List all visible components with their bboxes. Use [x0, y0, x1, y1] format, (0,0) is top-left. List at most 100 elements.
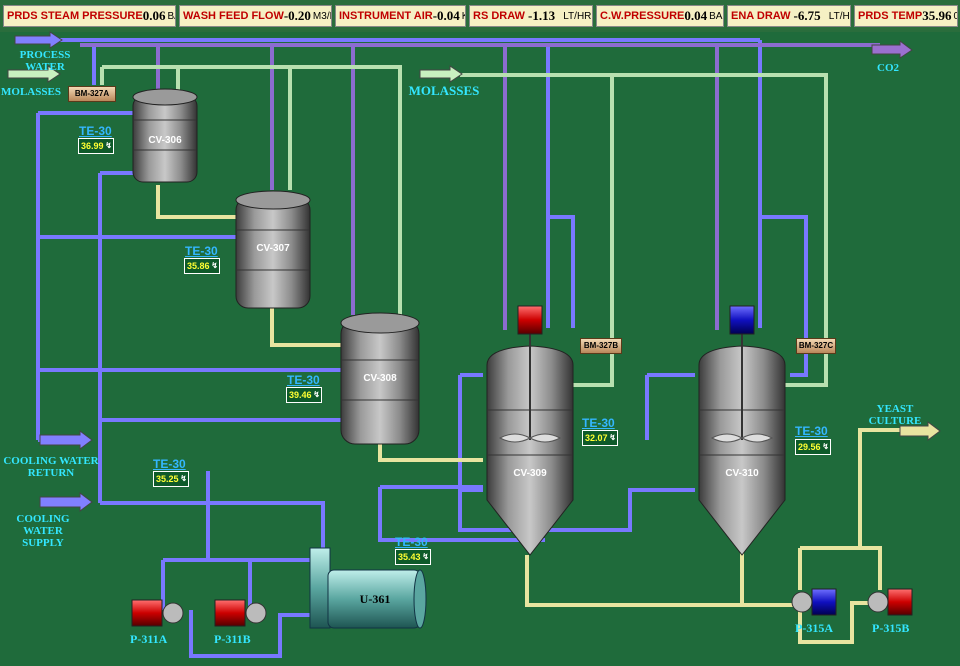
- molasses-piping: [100, 65, 828, 387]
- pump-p-315b[interactable]: [867, 588, 913, 616]
- product-piping: [156, 185, 925, 644]
- tag-value: -6.75: [793, 8, 821, 23]
- temp-value: 35.86: [187, 261, 210, 271]
- instrument-air-tag[interactable]: INSTRUMENT AIR-0.04KG: [335, 5, 466, 27]
- temp-readout-cv-309[interactable]: 32.07↯: [582, 430, 618, 446]
- ena-draw-tag[interactable]: ENA DRAW -6.75 LT/HR: [727, 5, 851, 27]
- molasses-top-label: MOLASSES: [408, 83, 480, 98]
- co2-label: CO2: [877, 62, 899, 74]
- rs-draw-tag[interactable]: RS DRAW -1.13 LT/HR: [469, 5, 593, 27]
- tag-value: -1.13: [528, 8, 556, 23]
- yeast-culture-arrow: [899, 421, 941, 441]
- cv-310-label: CV-310: [725, 468, 759, 479]
- tag-label: PRDS TEMP: [858, 10, 923, 22]
- water-piping: [15, 38, 880, 658]
- tag-value: 0.04: [684, 8, 708, 23]
- cv-309-label: CV-309: [513, 468, 547, 479]
- cooling-supply-arrow: [39, 492, 93, 512]
- temp-readout-u-361[interactable]: 35.43↯: [395, 549, 431, 565]
- p-311b-label: P-311B: [214, 632, 251, 646]
- tag-label: RS DRAW: [473, 10, 525, 22]
- te-title-cv-307: TE-30: [185, 244, 218, 258]
- thermometer-icon: ↯: [313, 390, 320, 399]
- tag-label: INSTRUMENT AIR: [339, 10, 433, 22]
- cv-308-label: CV-308: [363, 373, 397, 384]
- agitator-motor-cv-310[interactable]: [729, 305, 755, 335]
- tag-unit: LT/HR: [828, 10, 850, 22]
- vessel-cv-310[interactable]: [698, 305, 786, 556]
- vessel-cv-309[interactable]: [486, 305, 574, 556]
- tag-value: 35.96: [922, 8, 952, 23]
- temp-readout-cv-308[interactable]: 39.46↯: [286, 387, 322, 403]
- temp-value: 32.07: [585, 433, 608, 443]
- process-water-arrow: [14, 31, 63, 49]
- thermometer-icon: ↯: [180, 474, 187, 483]
- te-title-u-361: TE-30: [395, 535, 428, 549]
- p-315a-label: P-315A: [795, 621, 833, 635]
- tag-unit: M3/HR: [312, 10, 331, 22]
- u-361-label: U-361: [360, 592, 391, 606]
- thermometer-icon: ↯: [609, 433, 616, 442]
- p-311a-label: P-311A: [130, 632, 168, 646]
- pump-p-315a[interactable]: [791, 588, 837, 616]
- te-title-cooling: TE-30: [153, 457, 186, 471]
- temp-value: 39.46: [289, 390, 312, 400]
- temp-readout-cv-307[interactable]: 35.86↯: [184, 258, 220, 274]
- pump-p-311a[interactable]: [131, 599, 184, 627]
- pump-p-311b[interactable]: [214, 599, 267, 627]
- yeast-culture-label: YEAST CULTURE: [868, 403, 922, 427]
- te-title-cv-309: TE-30: [582, 416, 615, 430]
- molasses-left-arrow: [7, 65, 61, 83]
- temp-value: 35.25: [156, 474, 179, 484]
- cooling-water-supply-label: COOLING WATER SUPPLY: [16, 513, 70, 549]
- vessel-cv-308[interactable]: [340, 312, 420, 445]
- tag-label: ENA DRAW: [731, 10, 791, 22]
- co2-arrow: [871, 40, 913, 59]
- thermometer-icon: ↯: [105, 141, 112, 150]
- tag-unit: LT/HR: [563, 10, 592, 22]
- tag-value: 0.06: [142, 8, 166, 23]
- temp-readout-cv-306[interactable]: 36.99↯: [78, 138, 114, 154]
- tag-unit: KG: [462, 11, 465, 22]
- tag-label: C.W.PRESSURE: [600, 10, 685, 22]
- cooling-water-return-label: COOLING WATER RETURN: [3, 455, 99, 479]
- vessel-cv-306[interactable]: [132, 88, 198, 183]
- temp-value: 36.99: [81, 141, 104, 151]
- p-315b-label: P-315B: [872, 621, 910, 635]
- temp-value: 29.56: [798, 442, 821, 452]
- stream-arrows: [7, 31, 941, 512]
- te-title-cv-308: TE-30: [287, 373, 320, 387]
- thermometer-icon: ↯: [211, 261, 218, 270]
- tag-unit: BAR: [709, 10, 723, 22]
- blower-bm-327a[interactable]: BM-327A: [68, 86, 116, 102]
- agitator-motor-cv-309[interactable]: [517, 305, 543, 335]
- temp-value: 35.43: [398, 552, 421, 562]
- cv-306-label: CV-306: [148, 135, 182, 146]
- blower-bm-327b[interactable]: BM-327B: [580, 338, 622, 354]
- temp-readout-cooling[interactable]: 35.25↯: [153, 471, 189, 487]
- temp-readout-cv-310[interactable]: 29.56↯: [795, 439, 831, 455]
- te-title-cv-306: TE-30: [79, 124, 112, 138]
- process-water-label: PROCESS WATER: [19, 49, 71, 73]
- thermometer-icon: ↯: [422, 552, 429, 561]
- molasses-top-arrow: [419, 65, 463, 83]
- tag-value: -0.04: [432, 8, 460, 23]
- tag-value: -0.20: [283, 8, 311, 23]
- cv-307-label: CV-307: [256, 243, 290, 254]
- blower-bm-327c[interactable]: BM-327C: [796, 338, 836, 354]
- tag-label: WASH FEED FLOW: [183, 10, 284, 22]
- heat-exchanger-u-361[interactable]: [309, 547, 427, 629]
- te-title-cv-310: TE-30: [795, 424, 828, 438]
- tag-label: PRDS STEAM PRESSURE: [7, 10, 143, 22]
- molasses-left-label: MOLASSES: [1, 86, 61, 98]
- thermometer-icon: ↯: [822, 442, 829, 451]
- vessel-cv-307[interactable]: [235, 190, 311, 309]
- tag-unit: 0C: [953, 11, 957, 22]
- tag-unit: BAR: [167, 10, 175, 22]
